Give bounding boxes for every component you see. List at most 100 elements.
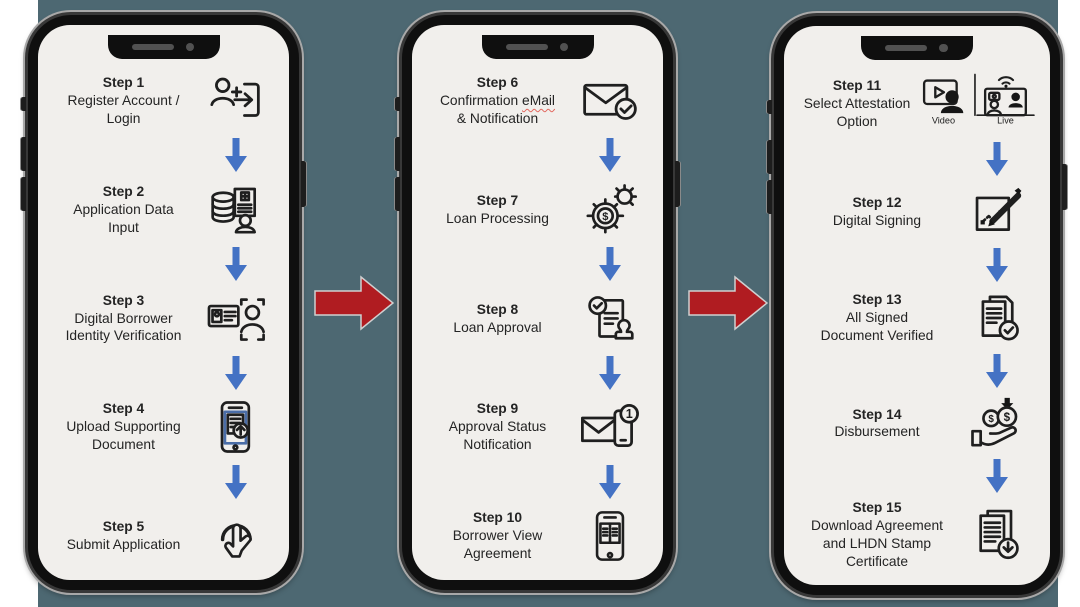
mute-switch [21,97,26,111]
step-6: Step 6 Confirmation eMail& Notification [425,71,650,131]
step-15-title: Step 15 [852,500,902,516]
step-7: Step 7 Loan Processing $ [425,180,650,240]
step-12: Step 12 Digital Signing [797,182,1037,242]
power-button [301,161,306,207]
volume-down-button [21,177,26,211]
loan-approval-stamp-icon [570,291,650,347]
svg-text:$: $ [1004,411,1011,424]
step-8-title: Step 8 [476,301,519,317]
submit-application-tap-icon [196,508,276,564]
front-camera [185,42,194,51]
volume-down-button [767,180,772,214]
step-5-label: Submit Application [66,537,181,552]
step-arrow-7-8 [570,247,650,282]
step-10-title: Step 10 [472,510,523,526]
volume-up-button [21,137,26,171]
mute-switch [395,97,400,111]
application-data-input-icon [196,182,276,238]
email-notification-icon [570,75,650,127]
mute-switch [767,100,772,114]
phone-1-notch [107,35,220,59]
phone-1-screen: Step 1 Register Account /Login [38,25,289,580]
svg-text:$: $ [988,415,994,426]
loan-processing-gears-icon: $ [570,182,650,238]
step-1-title: Step 1 [102,75,145,91]
flow-arrow-phone2-to-phone3 [688,274,769,337]
speaker-grille [505,44,548,50]
flow-arrow-phone1-to-phone2 [314,274,395,337]
step-8: Step 8 Loan Approval [425,289,650,349]
step-arrow-4-5 [196,464,276,499]
step-9-title: Step 9 [476,401,519,417]
step-14-title: Step 14 [852,406,902,422]
step-arrow-9-10 [570,464,650,499]
approval-status-notification-icon: 1 [570,400,650,454]
svg-text:1: 1 [626,407,633,421]
phone-2-screen: Step 6 Confirmation eMail& Notification [412,25,663,580]
step-5-title: Step 5 [102,519,145,535]
speaker-grille [885,45,927,51]
step-arrow-12-13 [957,247,1037,282]
step-arrow-3-4 [196,355,276,390]
step-14: Step 14 Disbursement $ $ [797,393,1037,453]
phone-2-notch [481,35,594,59]
step-3-title: Step 3 [102,292,145,308]
view-agreement-icon [570,509,650,563]
step-1-label: Register Account /Login [67,93,180,126]
phone-2-mockup: Step 6 Confirmation eMail& Notification [395,12,680,593]
document-verified-icon [957,291,1037,345]
step-arrow-8-9 [570,355,650,390]
step-6-label: Confirmation eMail& Notification [439,93,556,126]
front-camera [559,42,568,51]
step-4-title: Step 4 [102,401,145,417]
digital-signing-icon [957,185,1037,239]
step-6-title: Step 6 [476,75,519,91]
step-12-label: Digital Signing [832,212,922,228]
step-arrow-14-15 [957,459,1037,494]
volume-down-button [395,177,400,211]
step-1: Step 1 Register Account /Login [51,71,276,131]
svg-text:$: $ [602,211,608,223]
step-12-title: Step 12 [852,194,902,210]
live-option-label: Live [997,115,1014,125]
video-option-label: Video [932,115,955,125]
volume-up-button [395,137,400,171]
power-button [1062,164,1067,210]
step-arrow-11-12 [957,141,1037,176]
register-account-login-icon [196,74,276,128]
speaker-grille [131,44,174,50]
upload-document-icon [196,399,276,455]
step-arrow-1-2 [196,138,276,173]
power-button [675,161,680,207]
step-11-title: Step 11 [832,78,882,94]
volume-up-button [767,140,772,174]
phone-3-notch [861,36,973,60]
download-certificate-icon [957,507,1037,563]
step-14-label: Disbursement [834,424,920,440]
attestation-option-icon: Video Live [917,72,1037,136]
identity-verification-icon [196,292,276,346]
step-5: Step 5 Submit Application [51,506,276,566]
step-arrow-13-14 [957,353,1037,388]
front-camera [939,43,948,52]
disbursement-icon: $ $ [957,395,1037,451]
